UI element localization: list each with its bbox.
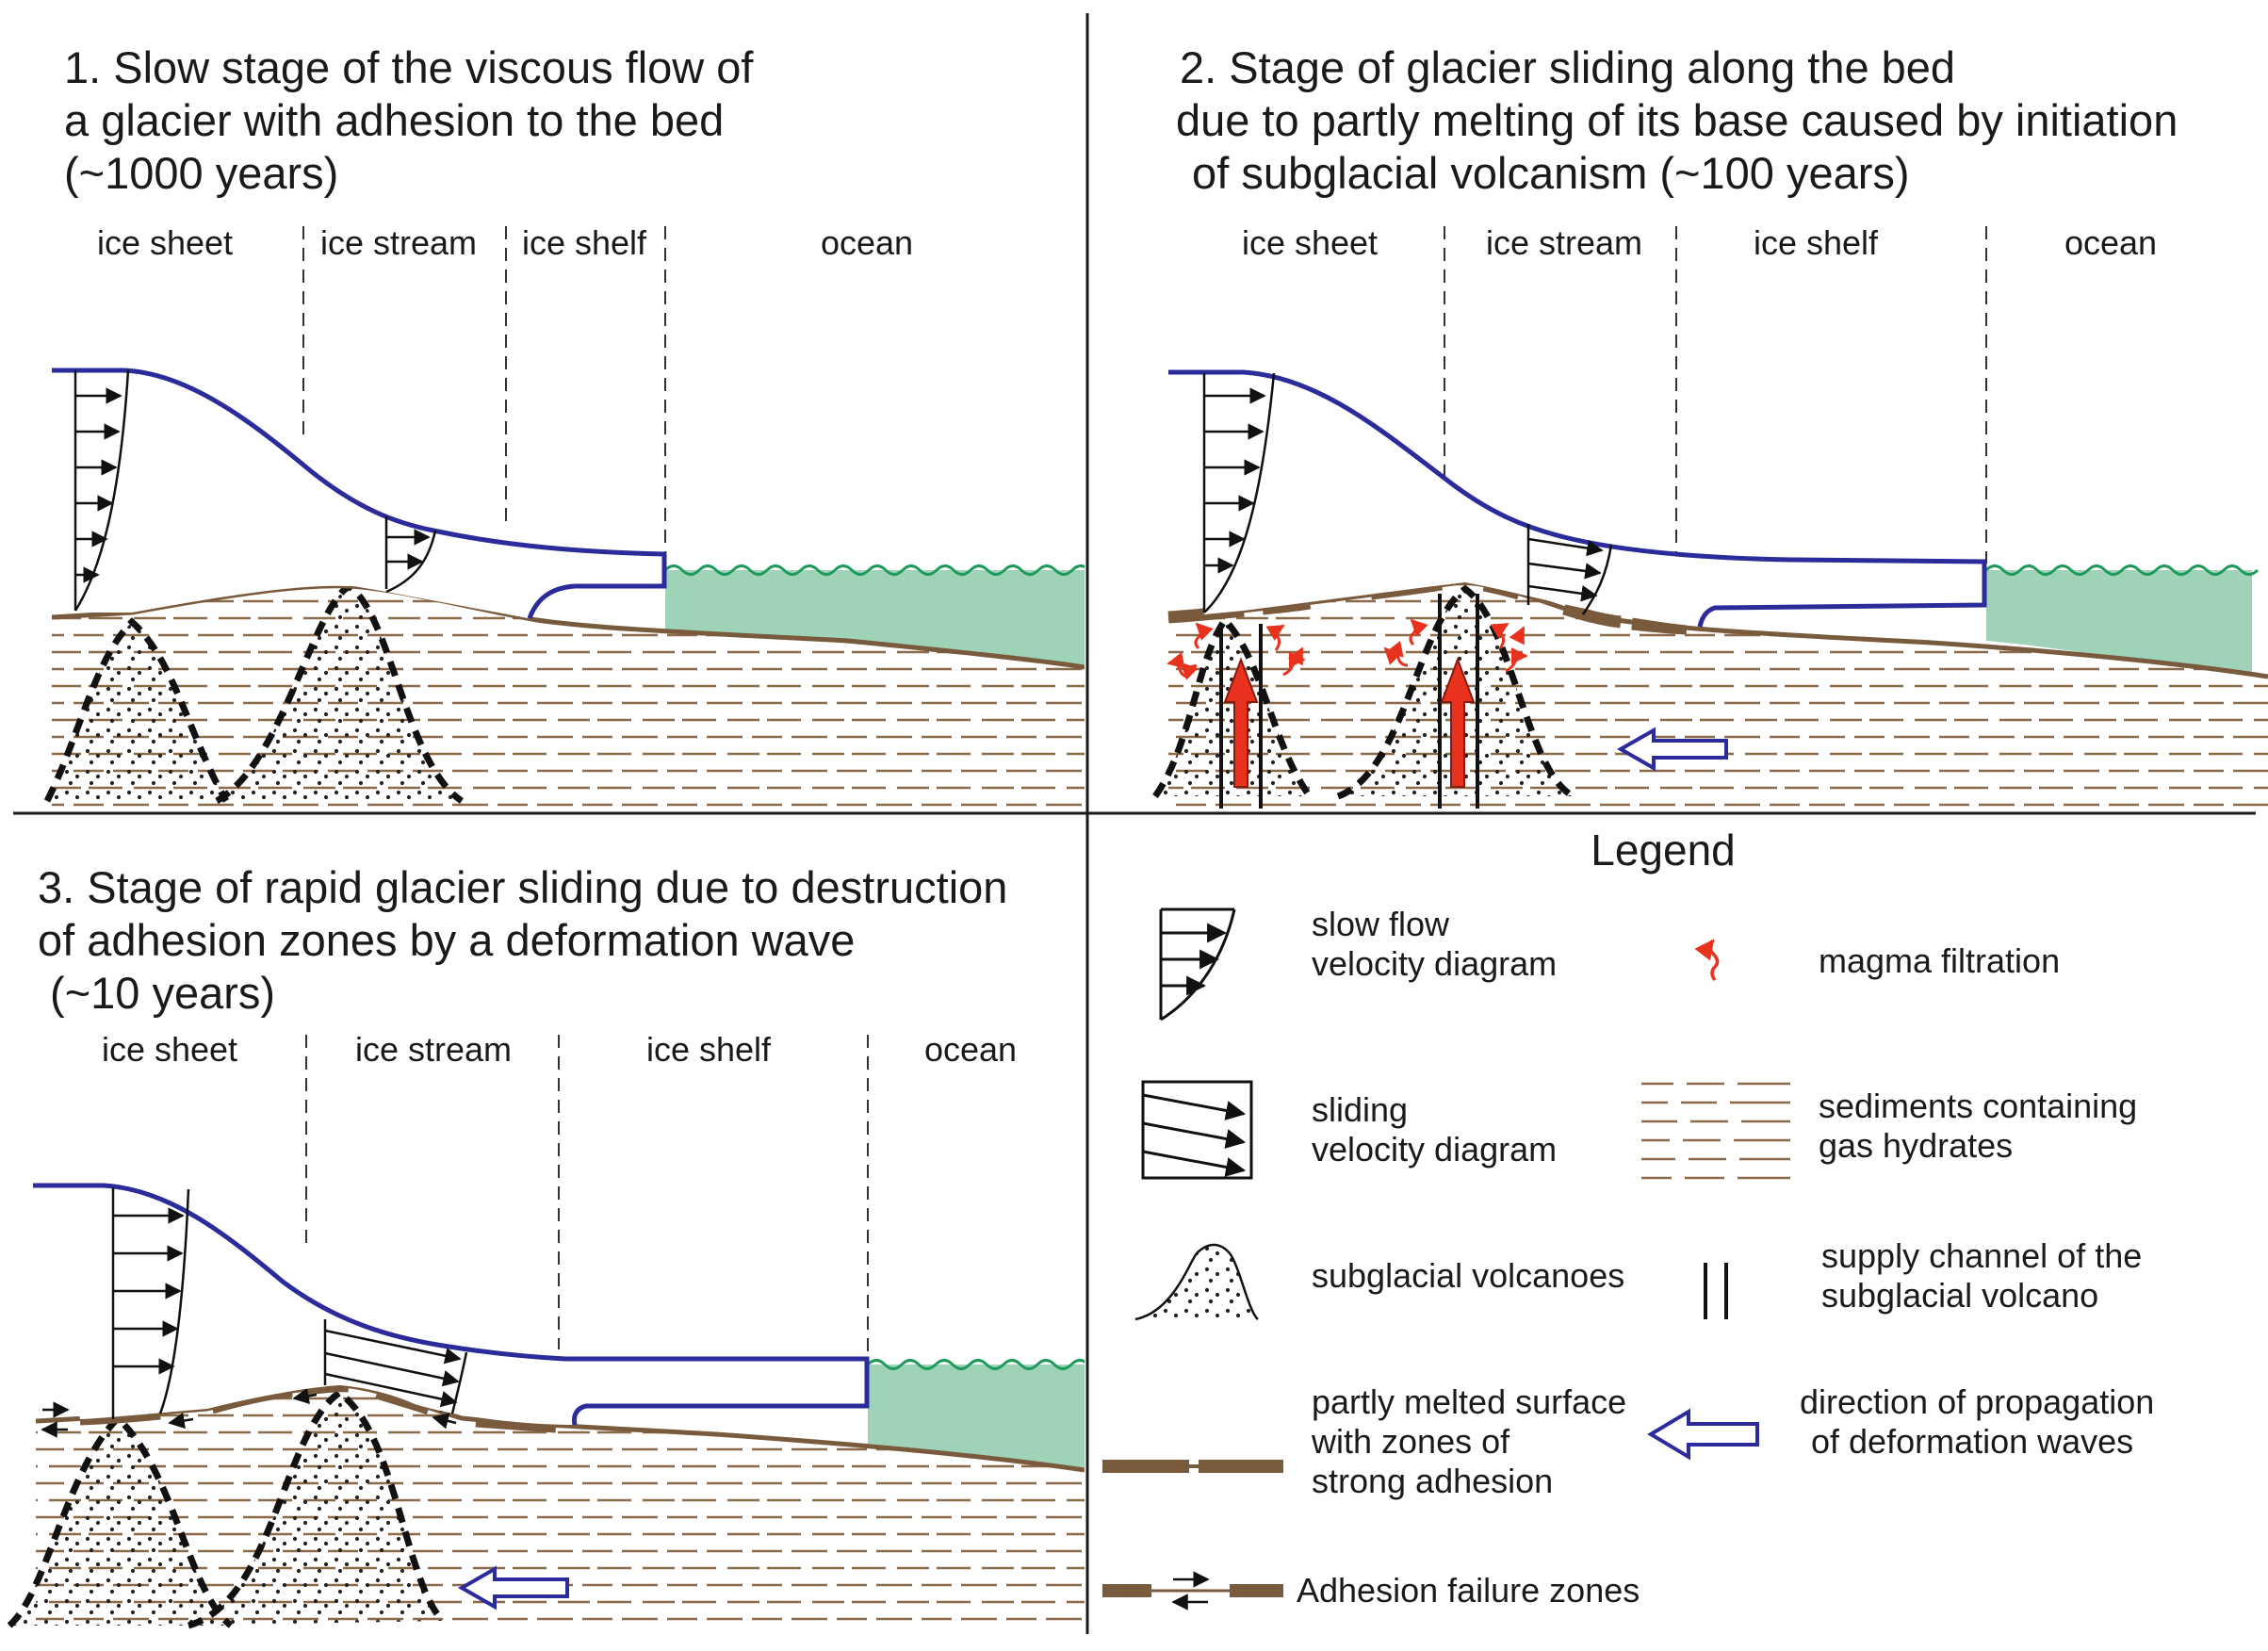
panel-2-sliding-profile	[1526, 524, 1613, 615]
panel-3-volcano-2-outline	[188, 1388, 446, 1629]
adhesion-failure-icon	[1102, 1571, 1283, 1610]
panel-3-title: 3. Stage of rapid glacier sliding due to…	[38, 862, 1007, 1018]
panel-2-slow-flow-profile	[1202, 372, 1276, 613]
legend-melted-line-1: partly melted surface	[1312, 1382, 1626, 1421]
panel-3-volcano-1	[9, 1418, 231, 1626]
subglacial-volcano-icon	[1134, 1243, 1259, 1321]
legend-direction-line-1: direction of propagation	[1800, 1382, 2154, 1421]
panel-2-title-line-1: 2. Stage of glacier sliding along the be…	[1180, 42, 1955, 92]
panel-2-magma-filtration-arrows	[1167, 618, 1528, 680]
panel-3-title-line-2: of adhesion zones by a deformation wave	[38, 915, 855, 965]
panel-2-ocean-surface	[1984, 564, 2260, 576]
panel-3-glacier	[33, 1185, 867, 1425]
deformation-direction-arrow-icon	[1647, 1408, 1759, 1461]
legend-volcanoes-label: subglacial volcanoes	[1312, 1256, 1624, 1295]
panel-1-zone-labels: ice sheet ice stream ice shelf ocean	[97, 223, 913, 262]
zone-label-ice-shelf: ice shelf	[646, 1030, 772, 1069]
legend-title: Legend	[1591, 826, 1736, 875]
panel-3-ice-surface	[33, 1183, 870, 1426]
panel-2-zone-labels: ice sheet ice stream ice shelf ocean	[1242, 223, 2157, 262]
legend-channel-line-2: subglacial volcano	[1821, 1276, 2098, 1315]
legend-melted-line-2: with zones of	[1311, 1422, 1510, 1461]
panel-2-glacier	[1168, 372, 1984, 627]
panel-1-zone-dividers	[302, 226, 666, 556]
zone-label-ice-shelf: ice shelf	[1754, 223, 1879, 262]
panel-2-title-line-3: of subglacial volcanism (~100 years)	[1180, 148, 1910, 198]
zone-label-ice-sheet: ice sheet	[97, 223, 233, 262]
legend-slow-flow-line-1: slow flow	[1312, 905, 1450, 943]
panel-1-bed	[51, 583, 1085, 670]
sliding-velocity-icon	[1141, 1080, 1253, 1180]
panel-2-magma-channel-arrows	[1223, 657, 1476, 788]
panel-3-zone-labels: ice sheet ice stream ice shelf ocean	[102, 1030, 1017, 1069]
legend-sliding-line-2: velocity diagram	[1312, 1130, 1557, 1169]
panel-2-supply-channels	[1219, 594, 1479, 809]
panel-1-slow-flow-profile-1	[73, 369, 130, 612]
panel-1-title-line-1: 1. Slow stage of the viscous flow of	[64, 42, 754, 92]
legend-slow-flow-line-2: velocity diagram	[1312, 944, 1557, 983]
zone-label-ice-sheet: ice sheet	[1242, 223, 1378, 262]
panel-2-title-line-2: due to partly melting of its base caused…	[1176, 95, 2178, 145]
panel-2-volcano-1	[1155, 620, 1310, 796]
zone-label-ocean: ocean	[821, 223, 913, 262]
legend-channel-line-1: supply channel of the	[1821, 1236, 2142, 1275]
zone-label-ocean: ocean	[924, 1030, 1017, 1069]
panel-2: 2. Stage of glacier sliding along the be…	[1152, 42, 2268, 810]
panel-2-volcano-1-outline	[1152, 614, 1313, 799]
zone-label-ice-stream: ice stream	[320, 223, 477, 262]
panel-3-ocean	[868, 1365, 1085, 1470]
panel-3-title-line-3: (~10 years)	[38, 968, 275, 1018]
legend-sediments-line-1: sediments containing	[1819, 1087, 2137, 1125]
panel-3-sliding-profile	[323, 1319, 468, 1414]
legend-direction-line-2: of deformation waves	[1811, 1422, 2133, 1461]
legend-sediments-line-2: gas hydrates	[1819, 1126, 2013, 1165]
panel-1-volcano-1-outline	[43, 617, 230, 803]
panel-2-ice-surface	[1168, 369, 1987, 628]
panel-2-title: 2. Stage of glacier sliding along the be…	[1176, 42, 2178, 198]
legend-melted-line-3: strong adhesion	[1312, 1462, 1553, 1500]
panel-2-ocean	[1986, 570, 2252, 677]
zone-label-ice-stream: ice stream	[1486, 223, 1642, 262]
panel-3-title-line-1: 3. Stage of rapid glacier sliding due to…	[38, 862, 1007, 912]
panel-3-deformation-wave-arrow	[457, 1565, 569, 1610]
panel-2-volcano-2-outline	[1336, 584, 1575, 800]
zone-label-ice-shelf: ice shelf	[522, 223, 647, 262]
legend-sliding-line-1: sliding	[1312, 1090, 1408, 1129]
legend-failure-label: Adhesion failure zones	[1297, 1571, 1640, 1610]
zone-label-ocean: ocean	[2064, 223, 2157, 262]
zone-label-ice-sheet: ice sheet	[102, 1030, 237, 1069]
panel-1-slow-flow-profile-2	[384, 516, 437, 594]
panel-1-title-line-2: a glacier with adhesion to the bed	[64, 95, 724, 145]
legend-magma-label: magma filtration	[1819, 941, 2060, 980]
panel-3: 3. Stage of rapid glacier sliding due to…	[7, 862, 1085, 1630]
panel-3-zone-dividers	[305, 1035, 869, 1362]
panel-1-ocean	[665, 570, 1085, 667]
slow-flow-velocity-icon	[1159, 907, 1236, 1022]
panel-3-ocean-surface	[866, 1359, 1085, 1370]
supply-channel-icon	[1704, 1263, 1728, 1319]
sediments-icon	[1641, 1082, 1790, 1180]
panel-2-deformation-wave-arrow	[1616, 727, 1728, 772]
magma-filtration-icon	[1694, 939, 1720, 982]
panel-3-slow-flow-profile	[111, 1187, 190, 1419]
panel-1-glacier	[52, 370, 664, 618]
panel-1-title-line-3: (~1000 years)	[64, 148, 338, 198]
panel-1-volcano-1	[47, 622, 226, 801]
panel-1-ocean-surface	[663, 564, 1085, 576]
panel-1-volcano-2	[217, 586, 462, 801]
panel-2-zone-dividers	[1444, 226, 1987, 564]
zone-label-ice-stream: ice stream	[355, 1030, 512, 1069]
